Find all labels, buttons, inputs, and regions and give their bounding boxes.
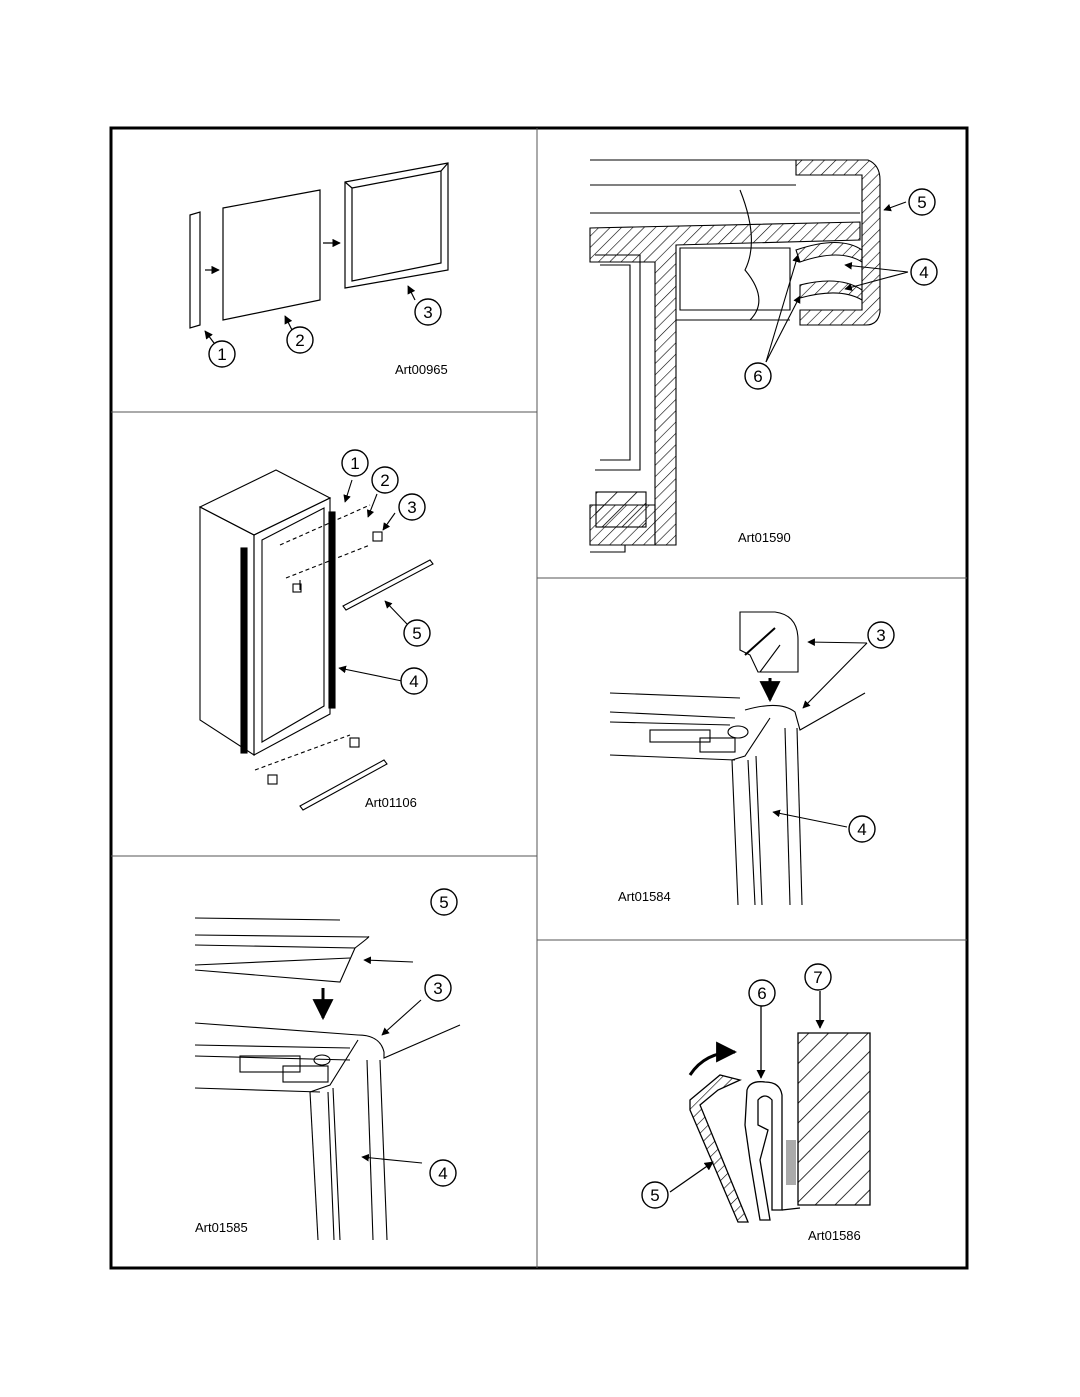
callout-number: 5 (917, 193, 926, 212)
right-gasket (328, 511, 336, 709)
callout-5: 5 (641, 1181, 669, 1209)
callout-number: 2 (295, 331, 304, 350)
callout-number: 3 (876, 626, 885, 645)
callout-number: 1 (350, 454, 359, 473)
callout-number: 4 (438, 1164, 447, 1183)
outer-border (109, 126, 969, 1270)
art-code: Art01590 (738, 530, 791, 545)
left-gasket (240, 547, 248, 754)
art-code: Art01106 (365, 795, 417, 810)
callout-number: 2 (380, 471, 389, 490)
panel-corner-cap (609, 611, 868, 906)
trim-clip (689, 1074, 749, 1223)
callout-4: 4 (848, 815, 876, 843)
art-code: Art01585 (195, 1220, 248, 1235)
panel-trim-clip-section (669, 985, 871, 1223)
callout-number: 6 (757, 984, 766, 1003)
panel-trim-install-top (194, 917, 461, 1241)
callout-number: 7 (813, 968, 822, 987)
callout-4: 4 (429, 1159, 457, 1187)
callout-1: 1 (341, 449, 369, 477)
callout-number: 6 (753, 367, 762, 386)
callout-2: 2 (286, 326, 314, 354)
callout-5: 5 (403, 619, 431, 647)
callout-number: 4 (409, 672, 418, 691)
callout-6: 6 (748, 979, 776, 1007)
door-panel-part (222, 189, 321, 321)
callout-1: 1 (208, 340, 236, 368)
bottom-trim-strip (299, 759, 388, 811)
rotate-arrow (688, 1041, 738, 1076)
corner-cap-part (739, 611, 799, 673)
callout-7: 7 (804, 963, 832, 991)
callout-5: 5 (430, 888, 458, 916)
callout-number: 1 (217, 345, 226, 364)
gasket-frame-part (344, 162, 449, 289)
callout-3: 3 (424, 974, 452, 1002)
cabinet-body (198, 469, 332, 536)
art-code: Art00965 (395, 362, 448, 377)
top-trim-strip (342, 559, 434, 611)
callout-number: 5 (412, 624, 421, 643)
trim-strip-part (189, 211, 201, 329)
panel-cabinet-trim-exploded (198, 469, 434, 811)
callout-number: 4 (919, 263, 928, 282)
art-code: Art01584 (618, 889, 671, 904)
callout-number: 3 (423, 303, 432, 322)
callout-2: 2 (371, 466, 399, 494)
callout-number: 3 (407, 498, 416, 517)
callout-6: 6 (744, 362, 772, 390)
callout-number: 3 (433, 979, 442, 998)
callout-4: 4 (910, 258, 938, 286)
callout-number: 5 (650, 1186, 659, 1205)
callout-3: 3 (867, 621, 895, 649)
callout-number: 4 (857, 820, 866, 839)
callout-number: 5 (439, 893, 448, 912)
callout-5: 5 (908, 188, 936, 216)
panel-trim-section (589, 159, 909, 553)
callout-3: 3 (414, 298, 442, 326)
wall-section (797, 1032, 871, 1206)
panel-door-panel-assembly (189, 162, 449, 344)
callout-3: 3 (398, 493, 426, 521)
callout-4: 4 (400, 667, 428, 695)
art-code: Art01586 (808, 1228, 861, 1243)
